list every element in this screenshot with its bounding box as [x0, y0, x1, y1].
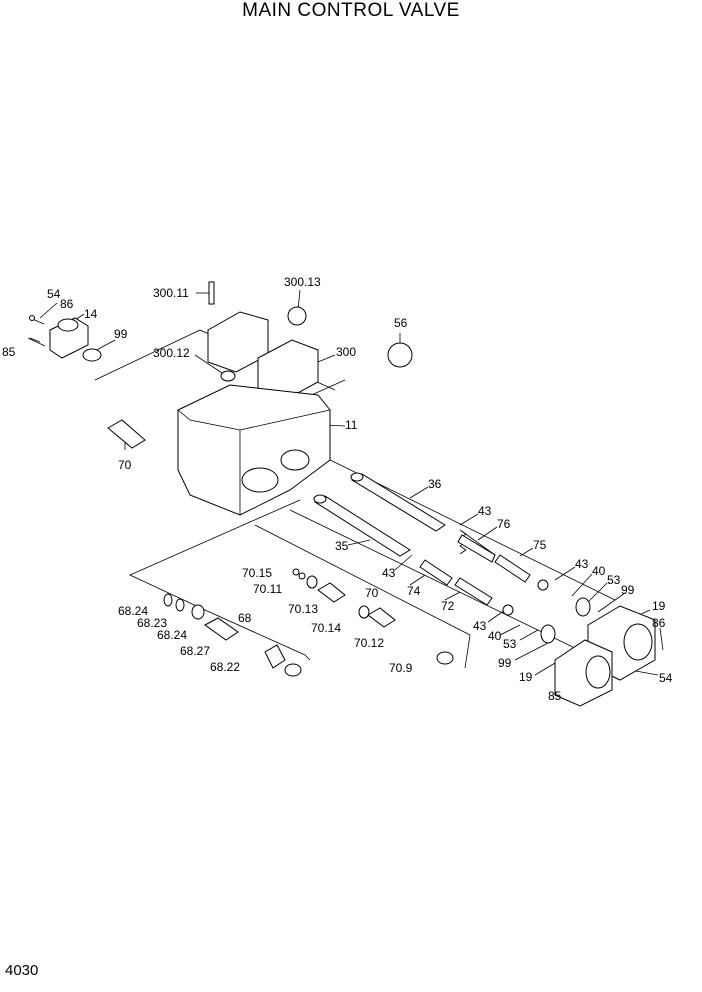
label-43-b: 43	[382, 566, 396, 580]
fitting-70	[107, 419, 146, 449]
label-36: 36	[428, 477, 442, 491]
spool-36	[350, 472, 446, 532]
label-56: 56	[394, 316, 408, 330]
label-99: 99	[114, 327, 128, 341]
label-35: 35	[335, 539, 349, 553]
spool-35	[313, 494, 411, 557]
label-19-b: 19	[519, 670, 533, 684]
label-68-24-b: 68.24	[157, 628, 188, 642]
label-300-13: 300.13	[284, 275, 321, 289]
label-40-b: 40	[488, 629, 502, 643]
label-70-b: 70	[365, 586, 379, 600]
label-68-22: 68.22	[210, 660, 241, 674]
plug-68	[163, 593, 302, 677]
label-70-12: 70.12	[354, 636, 385, 650]
label-53-b: 53	[503, 637, 517, 651]
label-68-23: 68.23	[137, 616, 168, 630]
label-99-b: 99	[621, 583, 635, 597]
label-68: 68	[238, 611, 252, 625]
label-14: 14	[84, 307, 98, 321]
label-68-24: 68.24	[118, 604, 149, 618]
label-54: 54	[47, 287, 61, 301]
label-70-14: 70.14	[311, 621, 342, 635]
label-53: 53	[607, 573, 621, 587]
label-75: 75	[533, 538, 547, 552]
label-40: 40	[592, 564, 606, 578]
label-68-27: 68.27	[180, 644, 211, 658]
springs	[419, 529, 531, 606]
label-86: 86	[60, 297, 74, 311]
cover-19	[502, 579, 656, 707]
cover-300	[207, 281, 413, 401]
label-54-b: 54	[659, 671, 673, 685]
label-85: 85	[2, 345, 16, 359]
label-11: 11	[345, 418, 358, 432]
label-72: 72	[441, 599, 455, 613]
label-74: 74	[407, 584, 421, 598]
label-70-13: 70.13	[288, 602, 319, 616]
label-300-12: 300.12	[153, 346, 190, 360]
cover-14	[27, 315, 102, 362]
label-70-11: 70.11	[253, 582, 283, 596]
label-43-d: 43	[473, 619, 487, 633]
label-70-15: 70.15	[242, 566, 273, 580]
valve-body-11	[177, 384, 331, 516]
label-43-c: 43	[575, 557, 589, 571]
label-85-b: 85	[548, 689, 562, 703]
label-99-c: 99	[498, 656, 512, 670]
label-19: 19	[652, 599, 666, 613]
label-43: 43	[478, 504, 492, 518]
label-70-9: 70.9	[389, 661, 413, 675]
page-number: 4030	[5, 962, 39, 979]
plug-70	[292, 568, 454, 665]
label-300: 300	[336, 345, 357, 359]
label-86-b: 86	[652, 616, 666, 630]
label-300-11: 300.11	[153, 286, 189, 300]
label-76: 76	[497, 517, 511, 531]
page-title: MAIN CONTROL VALVE	[242, 0, 460, 21]
label-70: 70	[118, 458, 132, 472]
